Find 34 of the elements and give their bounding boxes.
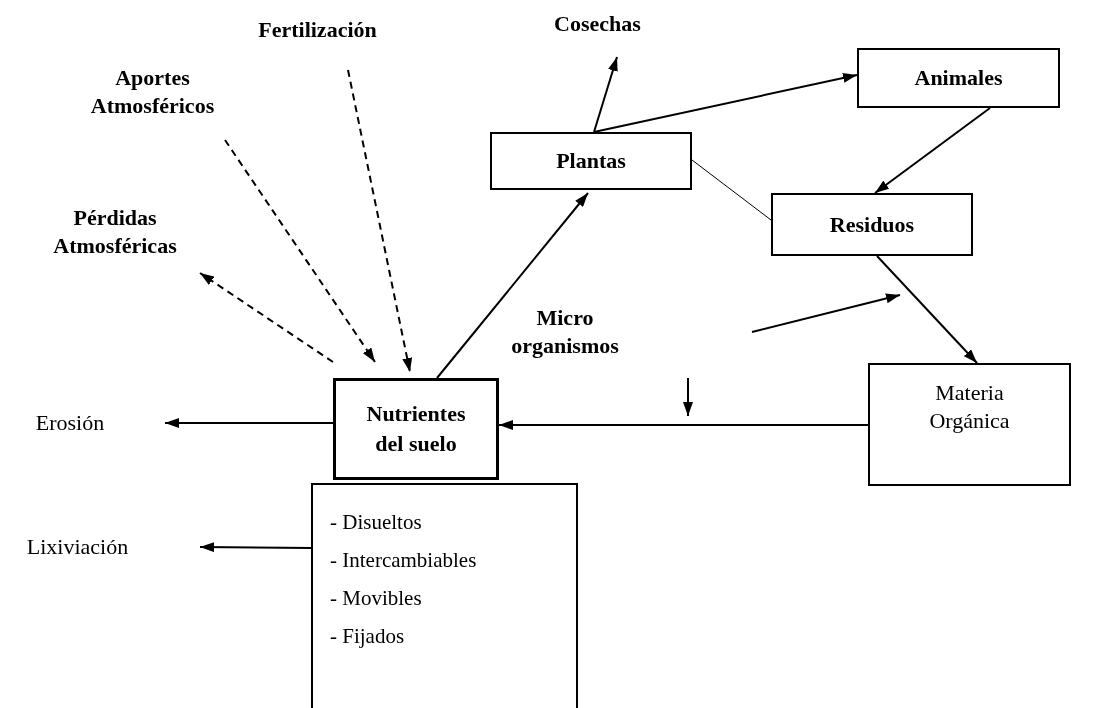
process-box — [868, 363, 1071, 486]
box-label: Nutrientes del suelo — [365, 400, 467, 458]
arrow — [199, 542, 312, 553]
dashed-arrow — [199, 272, 334, 363]
box-label: Plantas — [556, 147, 626, 175]
list-item: - Fijados — [330, 623, 405, 650]
dashed-arrow — [347, 69, 413, 373]
dashed-arrow — [224, 139, 376, 363]
list-item: - Movibles — [330, 585, 422, 612]
process-box — [771, 193, 973, 256]
arrow — [436, 192, 589, 379]
list-item: - Disueltos — [330, 509, 422, 536]
process-box — [333, 378, 499, 480]
list-item: - Intercambiables — [330, 547, 477, 574]
box-label: Animales — [914, 64, 1003, 92]
flow-label: Pérdidas Atmosféricas — [52, 204, 178, 260]
process-box — [490, 132, 692, 190]
flow-label: Lixiviación — [26, 533, 129, 561]
process-box — [857, 48, 1060, 108]
arrow — [874, 107, 991, 194]
arrow — [593, 73, 858, 133]
arrow — [876, 255, 978, 364]
box-label: Materia Orgánica — [928, 379, 1011, 435]
flow-label: Aportes Atmosféricos — [89, 64, 216, 120]
flow-label: Cosechas — [554, 10, 641, 38]
box-label: Residuos — [829, 210, 915, 239]
flow-label: Erosión — [35, 409, 105, 437]
connector-line — [691, 159, 772, 221]
process-label: Micro organismos — [510, 304, 620, 360]
arrow — [164, 418, 334, 428]
list-box — [311, 483, 578, 708]
arrow — [593, 56, 618, 133]
flow-label: Fertilización — [258, 16, 377, 44]
arrow — [498, 420, 869, 430]
